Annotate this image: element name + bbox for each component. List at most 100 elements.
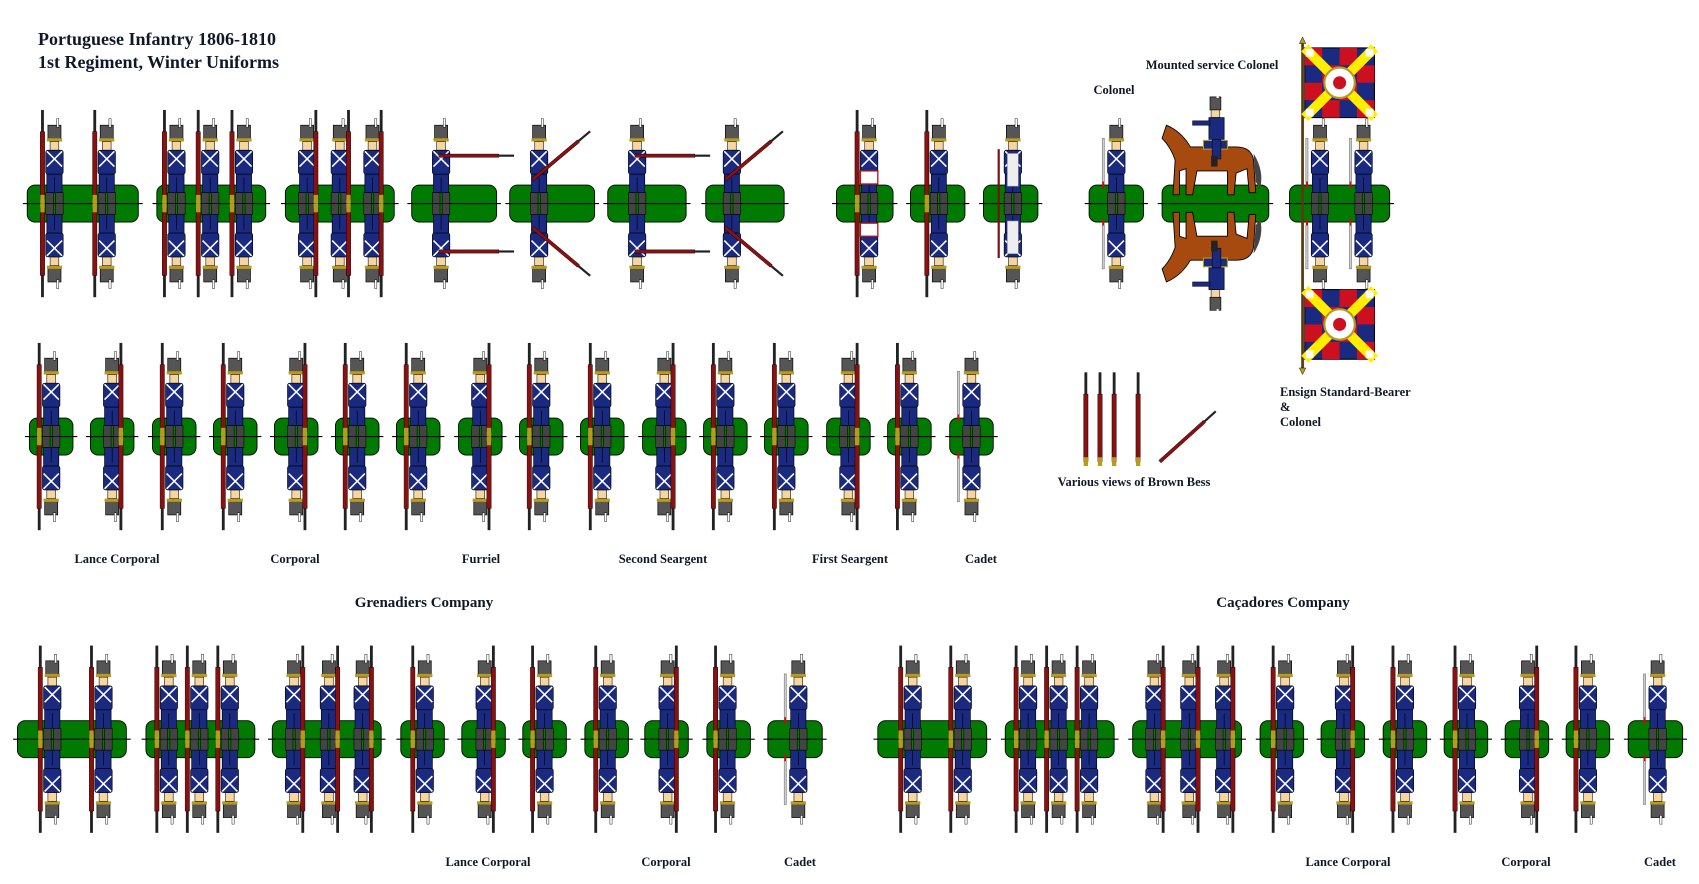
label-cacadores-lance-corporal: Lance Corporal <box>1305 855 1391 869</box>
miniature-base <box>580 645 633 834</box>
ensign-line-2: & <box>1280 400 1291 414</box>
figure-shoulder <box>771 342 796 438</box>
figure-present <box>286 435 308 531</box>
figure-shoulder <box>403 435 428 531</box>
row-2-nco-figures <box>25 342 998 531</box>
miniature-base <box>141 645 260 834</box>
figure-order <box>526 342 551 438</box>
heading-grenadiers-company: Grenadiers Company <box>354 595 494 611</box>
figure-present <box>654 435 676 531</box>
figure-order <box>1043 738 1069 834</box>
figure-order <box>1390 738 1415 834</box>
figure-order <box>159 342 184 438</box>
figure-order <box>184 645 209 740</box>
miniature-base <box>505 117 600 290</box>
ensign-line-3: Colonel <box>1280 415 1321 429</box>
miniature-base <box>1316 645 1370 834</box>
figure-sapper <box>997 117 1023 205</box>
miniature-base <box>603 117 711 290</box>
figure-shoulder <box>37 645 62 740</box>
figure-present <box>284 645 306 740</box>
figure-shoulder <box>403 342 428 438</box>
figure-present <box>658 645 680 740</box>
miniature-base <box>270 342 323 531</box>
miniature-base <box>883 342 936 531</box>
figure-present <box>470 342 492 438</box>
miniature-base <box>832 109 898 298</box>
title-line-2: 1st Regiment, Winter Uniforms <box>38 52 279 72</box>
label-cadet: Cadet <box>965 552 997 566</box>
figure-order <box>154 738 179 834</box>
figure-present <box>1214 645 1236 740</box>
miniature-base <box>152 109 271 298</box>
figure-shoulder <box>220 342 245 438</box>
miniature-base <box>518 645 571 834</box>
figure-shoulder <box>587 435 612 531</box>
figure-order <box>229 109 254 205</box>
regimental-colour <box>1298 36 1374 375</box>
miniature-base <box>280 109 399 298</box>
figure-shoulder <box>36 435 61 531</box>
figure-shoulder <box>1452 645 1477 740</box>
miniature-base <box>515 342 568 531</box>
figure-present <box>353 645 375 740</box>
figure-shoulder <box>587 342 612 438</box>
miniature-base <box>1439 645 1493 834</box>
miniature-base <box>25 342 78 531</box>
row-1-center-company <box>22 89 1395 318</box>
figure-shoulder <box>88 645 113 740</box>
miniature-base <box>86 342 139 531</box>
label-brown-bess: Various views of Brown Bess <box>1057 475 1211 489</box>
figure-present <box>353 738 375 834</box>
figure-drummer <box>854 202 879 298</box>
figure-order <box>154 645 179 740</box>
label-furriel: Furriel <box>461 552 501 566</box>
figure-order <box>161 109 186 205</box>
figure-order <box>710 435 735 531</box>
miniature-base <box>979 117 1043 290</box>
figure-shoulder <box>1270 738 1295 834</box>
figure-shoulder <box>771 435 796 531</box>
miniature-base <box>1285 117 1395 290</box>
figure-shoulder <box>410 738 435 834</box>
figure-order <box>1013 645 1038 740</box>
figure-present <box>319 645 341 740</box>
heading-cacadores-company: Caçadores Company <box>1216 595 1350 611</box>
figure-fifer <box>924 109 949 205</box>
figure-shoulder <box>1270 645 1295 740</box>
figure-order <box>529 738 555 834</box>
miniature-base <box>701 117 789 290</box>
figure-order <box>229 202 254 298</box>
figure-order <box>1074 645 1099 740</box>
miniature-base <box>209 342 262 531</box>
figure-order <box>195 202 220 298</box>
miniature-base <box>640 645 693 834</box>
figure-order <box>342 342 367 438</box>
figure-order <box>526 435 551 531</box>
figure-drummer <box>854 109 879 205</box>
figure-order <box>1013 738 1038 834</box>
figure-shoulder <box>593 738 618 834</box>
ensign-line-1: Ensign Standard-Bearer <box>1280 385 1411 399</box>
miniature-base <box>407 117 515 290</box>
figure-present <box>658 738 680 834</box>
miniature-base <box>1128 645 1246 834</box>
brown-bess-muskets <box>1083 371 1218 467</box>
figure-present <box>1179 645 1201 740</box>
miniature-base <box>1157 89 1274 318</box>
miniature-base <box>1623 653 1688 825</box>
figure-shoulder <box>593 645 618 740</box>
figure-mounted <box>1161 89 1262 196</box>
figure-shoulder <box>220 435 245 531</box>
figure-present <box>1334 738 1356 834</box>
label-grenadiers-corporal: Corporal <box>641 855 691 869</box>
figure-order <box>712 645 737 740</box>
figure-present <box>1144 738 1166 834</box>
figure-order <box>195 109 220 205</box>
miniature-base <box>457 645 510 834</box>
figure-present <box>362 109 384 205</box>
figure-order <box>215 738 240 834</box>
figure-shoulder <box>897 738 923 834</box>
figure-shoulder <box>37 738 62 834</box>
figure-shoulder <box>92 109 117 205</box>
